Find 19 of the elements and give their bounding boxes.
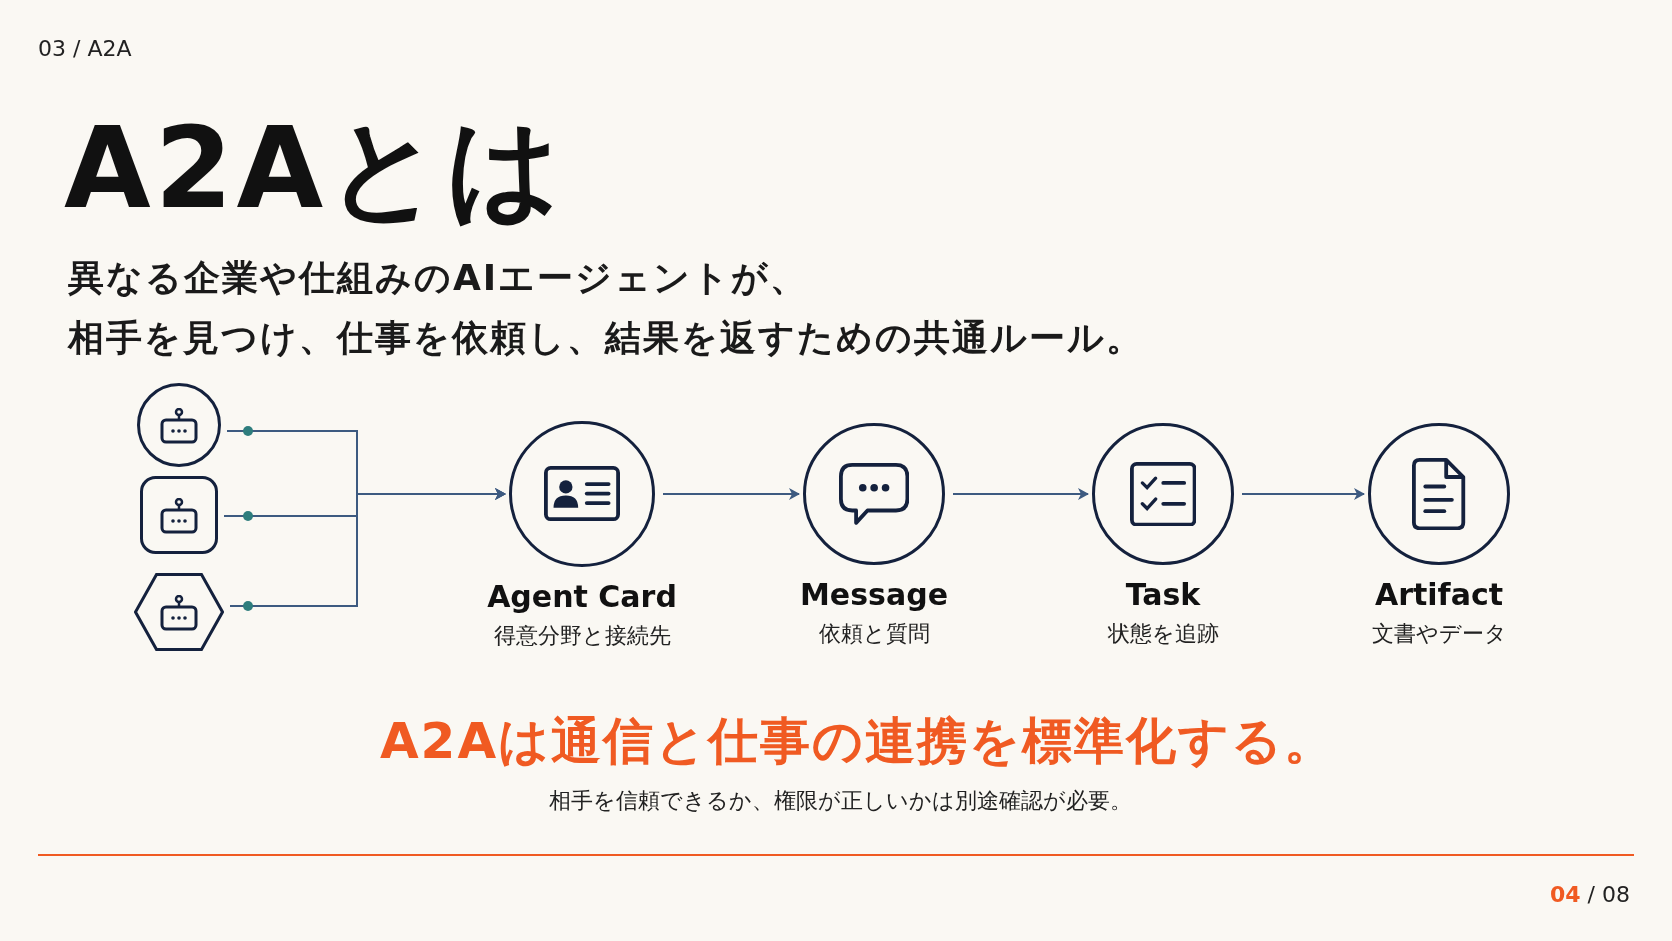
note-text: 相手を信頼できるか、権限が正しいかは別途確認が必要。 [548, 787, 1132, 815]
arrow [229, 488, 506, 611]
arrow [952, 488, 1089, 500]
step-name: Agent Card [486, 579, 678, 614]
lead-text: 異なる企業や仕組みのAIエージェントが、 [68, 256, 809, 300]
page-number: 04 / 08 [1549, 882, 1630, 907]
section-kicker: 03 / A2A [38, 36, 132, 61]
step-description: 依頼と質問 [817, 620, 931, 648]
step-name: Artifact [1373, 577, 1505, 612]
step-name: Task [1124, 577, 1202, 612]
key-message: A2Aは通信と仕事の連携を標準化する。 [379, 711, 1337, 772]
arrow [1241, 488, 1365, 500]
step-description: 得意分野と接続先 [492, 622, 672, 650]
lead-text: 相手を見つけ、仕事を依頼し、結果を返すための共通ルール。 [68, 316, 1144, 360]
step-name: Message [799, 577, 949, 612]
step-description: 状態を追跡 [1106, 620, 1220, 648]
step-description: 文書やデータ [1370, 620, 1508, 648]
slide-title: A2Aとは [64, 108, 566, 228]
arrow [662, 488, 800, 500]
